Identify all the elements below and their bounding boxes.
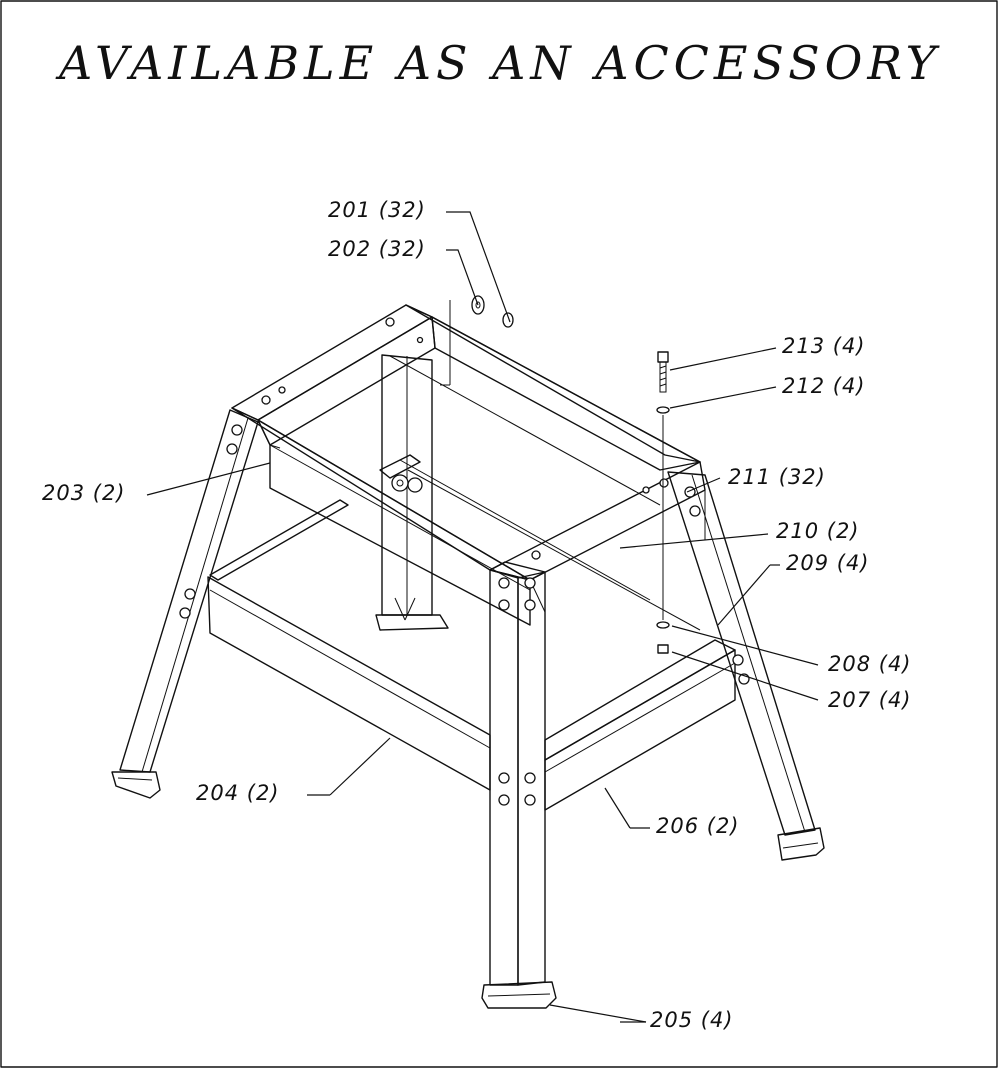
callout-207: 207 (4) bbox=[828, 688, 912, 712]
frame-holes bbox=[261, 317, 669, 560]
bolt-assembly-207-213 bbox=[656, 351, 670, 654]
top-frame bbox=[231, 304, 706, 631]
leader-lines bbox=[146, 211, 819, 1023]
leg-back-left bbox=[375, 354, 449, 631]
page-title: AVAILABLE AS AN ACCESSORY bbox=[59, 36, 941, 90]
leg-front-center bbox=[481, 561, 557, 1009]
callout-208: 208 (4) bbox=[828, 652, 912, 676]
callout-213: 213 (4) bbox=[782, 334, 866, 358]
callout-201: 201 (32) bbox=[328, 198, 426, 222]
callout-203: 203 (2) bbox=[42, 481, 126, 505]
callout-205: 205 (4) bbox=[650, 1008, 734, 1032]
callout-204: 204 (2) bbox=[196, 781, 280, 805]
center-brace bbox=[379, 454, 423, 493]
callout-202: 202 (32) bbox=[328, 237, 426, 261]
callout-209: 209 (4) bbox=[786, 551, 870, 575]
callout-211: 211 (32) bbox=[728, 465, 826, 489]
leg-front-left bbox=[111, 409, 259, 799]
callout-212: 212 (4) bbox=[782, 374, 866, 398]
leg-back-right bbox=[667, 471, 825, 861]
callout-210: 210 (2) bbox=[776, 519, 860, 543]
lower-frame bbox=[207, 499, 736, 811]
callout-206: 206 (2) bbox=[656, 814, 740, 838]
